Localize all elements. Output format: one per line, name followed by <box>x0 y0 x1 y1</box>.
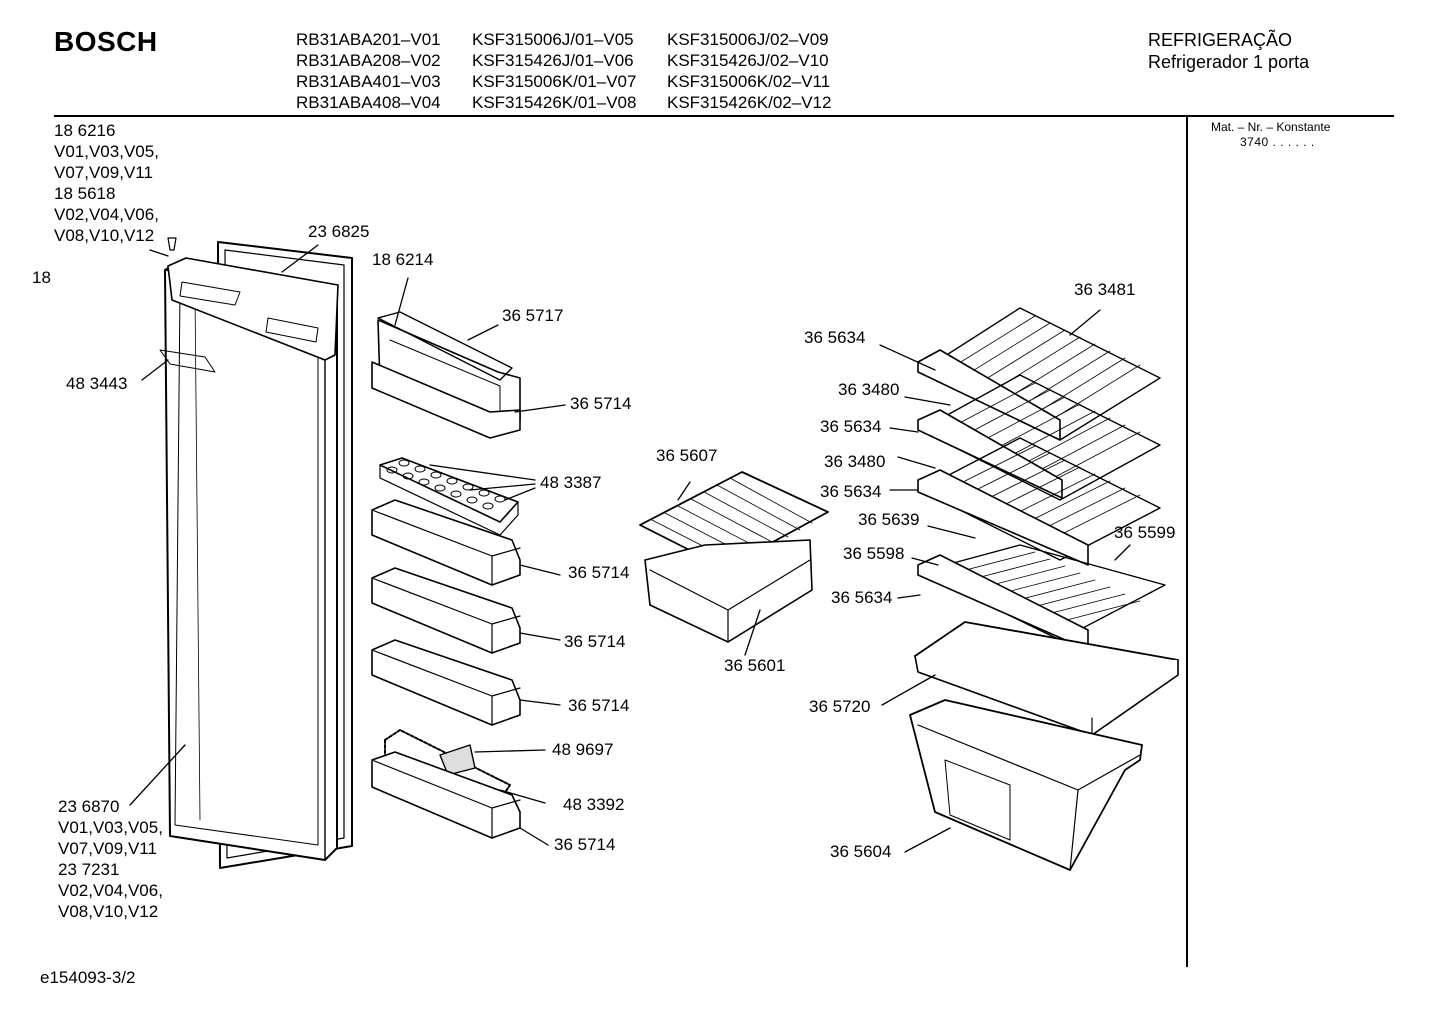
model-code: KSF315426K/01–V08 <box>472 93 637 112</box>
callout-label: 48 9697 <box>552 740 614 759</box>
callout-label: 36 5714 <box>554 835 616 854</box>
side-panel-divider <box>1186 117 1188 967</box>
callout-label: 48 3443 <box>66 374 128 393</box>
callout-label: V02,V04,V06, <box>54 205 159 224</box>
model-code: RB31ABA401–V03 <box>296 72 441 91</box>
callout-label: 36 5714 <box>570 394 632 413</box>
callout-label: 36 5720 <box>809 697 871 716</box>
wire-shelf-3 <box>917 437 1161 566</box>
callout-label: 36 3481 <box>1074 280 1136 299</box>
callout-label: 18 <box>32 268 51 287</box>
callout-label: 36 5714 <box>564 632 626 651</box>
model-row: RB31ABA408–V04 KSF315426K/01–V08 KSF315426… <box>296 93 857 113</box>
callout-label: V01,V03,V05, <box>58 818 163 837</box>
door-shelf-3 <box>371 567 521 654</box>
wire-shelf-4 <box>917 544 1166 651</box>
model-code: RB31ABA201–V01 <box>296 30 441 49</box>
callout-label: 36 5634 <box>804 328 866 347</box>
brand-logo: BOSCH <box>54 26 158 57</box>
callout-label: 36 5601 <box>724 656 786 675</box>
callout-label: 48 3392 <box>563 795 625 814</box>
callout-label: 48 3387 <box>540 473 602 492</box>
model-row: RB31ABA208–V02 KSF315426J/01–V06 KSF315426… <box>296 51 857 71</box>
callout-label: 36 5607 <box>656 446 718 465</box>
callout-label: V07,V09,V11 <box>54 163 153 182</box>
callout-label: V02,V04,V06, <box>58 881 163 900</box>
crisper-cover <box>914 621 1179 736</box>
callout-label: 36 5604 <box>830 842 892 861</box>
door-part-variants-bottom: 23 6870 V01,V03,V05, V07,V09,V11 23 7231… <box>58 796 163 922</box>
mat-number-label: Mat. – Nr. – Konstante <box>1211 120 1331 134</box>
callout-label: 36 5639 <box>858 510 920 529</box>
callout-label: V08,V10,V12 <box>58 902 159 921</box>
door-shelf-2 <box>371 499 521 586</box>
callout-label: 36 5634 <box>831 588 893 607</box>
model-code: KSF315006K/01–V07 <box>472 72 637 91</box>
callout-label: 36 5714 <box>568 696 630 715</box>
door-panel <box>159 237 339 861</box>
leader-lines <box>129 244 1131 853</box>
callout-label: 36 5634 <box>820 417 882 436</box>
callout-label: 23 7231 <box>58 860 120 879</box>
model-code: KSF315006K/02–V11 <box>667 72 831 91</box>
model-code: KSF315426K/02–V12 <box>667 93 832 112</box>
category-title: REFRIGERAÇÃO <box>1148 30 1293 50</box>
callout-label: 36 5598 <box>843 544 905 563</box>
model-code: RB31ABA408–V04 <box>296 93 441 112</box>
drawing-code: e154093-3/2 <box>40 968 136 987</box>
callout-label: 18 5618 <box>54 184 116 203</box>
door-part-variants-top: 18 6216 V01,V03,V05, V07,V09,V11 18 5618… <box>54 120 159 246</box>
callout-label: V08,V10,V12 <box>54 226 155 245</box>
callout-label: V07,V09,V11 <box>58 839 157 858</box>
callout-label: 36 5599 <box>1114 523 1176 542</box>
callout-label: 36 3480 <box>838 380 900 399</box>
model-code: KSF315006J/01–V05 <box>472 30 634 49</box>
callout-label: 36 5717 <box>502 306 564 325</box>
product-subtitle: Refrigerador 1 porta <box>1148 52 1310 72</box>
upper-door-shelf <box>371 311 521 439</box>
model-code: RB31ABA208–V02 <box>296 51 441 70</box>
model-code: KSF315426J/01–V06 <box>472 51 634 70</box>
freezer-drawer <box>644 539 813 643</box>
model-code: KSF315426J/02–V10 <box>667 51 829 70</box>
door-shelf-4 <box>371 639 521 726</box>
mat-number-value: 3740 . . . . . . <box>1240 135 1315 149</box>
callout-label: 36 3480 <box>824 452 886 471</box>
callout-label: 18 6214 <box>372 250 434 269</box>
callout-label: V01,V03,V05, <box>54 142 159 161</box>
callout-label: 23 6870 <box>58 797 120 816</box>
callout-label: 23 6825 <box>308 222 370 241</box>
door-shelf-5 <box>371 751 521 839</box>
callout-label: 36 5714 <box>568 563 630 582</box>
header-divider <box>54 115 1394 117</box>
model-row: RB31ABA201–V01 KSF315006J/01–V05 KSF315006… <box>296 30 857 50</box>
callout-label: 18 6216 <box>54 121 116 140</box>
crisper-drawer <box>909 699 1143 871</box>
callout-label: 36 5634 <box>820 482 882 501</box>
model-code: KSF315006J/02–V09 <box>667 30 829 49</box>
egg-tray <box>379 457 519 536</box>
model-row: RB31ABA401–V03 KSF315006K/01–V07 KSF315006… <box>296 72 857 92</box>
